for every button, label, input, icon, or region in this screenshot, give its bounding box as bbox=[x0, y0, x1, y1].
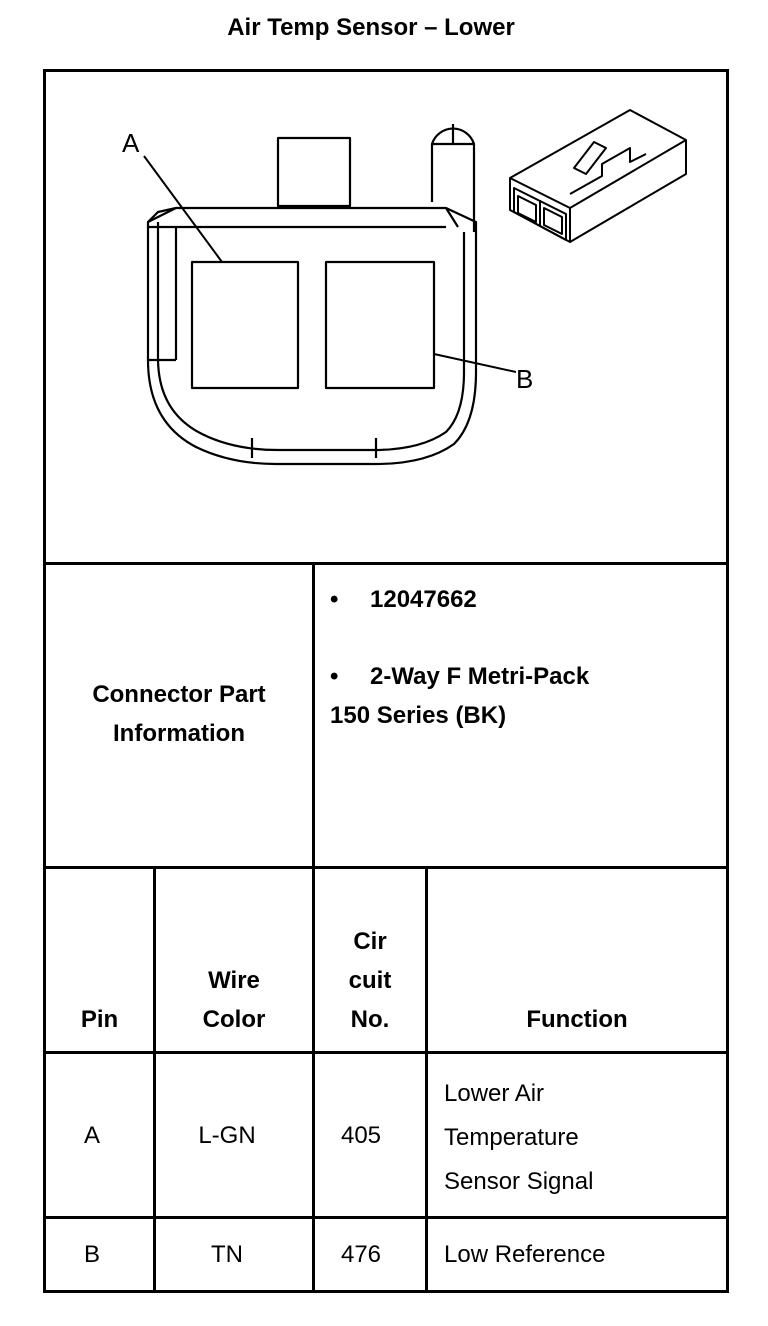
callout-line-a bbox=[143, 155, 223, 263]
table-border-top bbox=[43, 69, 729, 72]
connector-part-number: 12047662 bbox=[370, 586, 477, 613]
table-divider-row bbox=[43, 1216, 729, 1219]
table-divider-pin-col bbox=[153, 866, 156, 1293]
connector-body-inner bbox=[156, 222, 466, 452]
row-b-circuit: 476 bbox=[340, 1241, 382, 1268]
row-a-function-line1: Lower Air bbox=[444, 1080, 545, 1107]
header-pin-text: Pin bbox=[80, 1006, 119, 1033]
connector-body-outer bbox=[146, 206, 478, 466]
table-divider-header bbox=[43, 1051, 729, 1054]
connector-info-label-line1: Connector Part bbox=[92, 681, 266, 708]
row-a-circuit: 405 bbox=[340, 1122, 382, 1149]
table-border-bottom bbox=[43, 1290, 729, 1293]
header-wire-color-line2: Color bbox=[202, 1006, 266, 1033]
header-wire-color-line1: Wire bbox=[208, 967, 260, 994]
header-function-text: Function bbox=[526, 1006, 628, 1033]
connector-type-line2: 150 Series (BK) bbox=[330, 702, 507, 729]
page-title: Air Temp Sensor – Lower bbox=[227, 14, 515, 41]
header-circuit-line3: No. bbox=[350, 1006, 390, 1033]
callout-a-label: A bbox=[122, 128, 140, 158]
cavity-a bbox=[190, 260, 300, 390]
header-circuit-line2: cuit bbox=[348, 967, 392, 994]
cavity-b bbox=[324, 260, 436, 390]
connector-info-label-line2: Information bbox=[113, 720, 245, 747]
connector-diagram: A B bbox=[122, 109, 687, 466]
connector-top-tab bbox=[276, 136, 352, 208]
bullet-icon: • bbox=[330, 663, 339, 690]
header-wire-color: Wire Color bbox=[156, 961, 312, 1039]
header-function: Function bbox=[428, 1000, 726, 1039]
connector-part-number-row: • 12047662 bbox=[330, 580, 477, 619]
row-b-function: Low Reference bbox=[444, 1235, 724, 1274]
table-divider-circuit-col bbox=[425, 866, 428, 1293]
connector-type-line1: 2-Way F Metri-Pack bbox=[370, 663, 590, 690]
row-a-wire-color: L-GN bbox=[198, 1122, 256, 1149]
header-circuit: Cir cuit No. bbox=[315, 922, 425, 1039]
row-a-function-line2: Temperature bbox=[444, 1124, 579, 1151]
connector-info-label: Connector Part Information bbox=[46, 675, 312, 753]
connector-type-row: • 2-Way F Metri-Pack bbox=[330, 657, 589, 696]
connector-type-row-2: 150 Series (BK) bbox=[330, 696, 506, 735]
header-pin: Pin bbox=[46, 1000, 153, 1039]
row-b-function-line1: Low Reference bbox=[444, 1241, 606, 1268]
header-circuit-line1: Cir bbox=[353, 928, 387, 955]
callout-line-b bbox=[433, 353, 517, 373]
row-a-function: Lower Air Temperature Sensor Signal bbox=[444, 1072, 724, 1204]
row-b-wire-color: TN bbox=[211, 1241, 243, 1268]
connector-3d-view bbox=[509, 109, 687, 243]
bullet-icon: • bbox=[330, 586, 339, 613]
table-divider-connector-col bbox=[312, 562, 315, 1293]
table-border-right bbox=[726, 69, 729, 1293]
table-border-left bbox=[43, 69, 46, 1293]
callout-b-label: B bbox=[516, 364, 533, 394]
row-a-function-line3: Sensor Signal bbox=[444, 1168, 594, 1195]
table-divider-diagram bbox=[43, 562, 729, 565]
row-a-pin: A bbox=[83, 1122, 100, 1149]
table-divider-connector bbox=[43, 866, 729, 869]
row-b-pin: B bbox=[83, 1241, 100, 1268]
